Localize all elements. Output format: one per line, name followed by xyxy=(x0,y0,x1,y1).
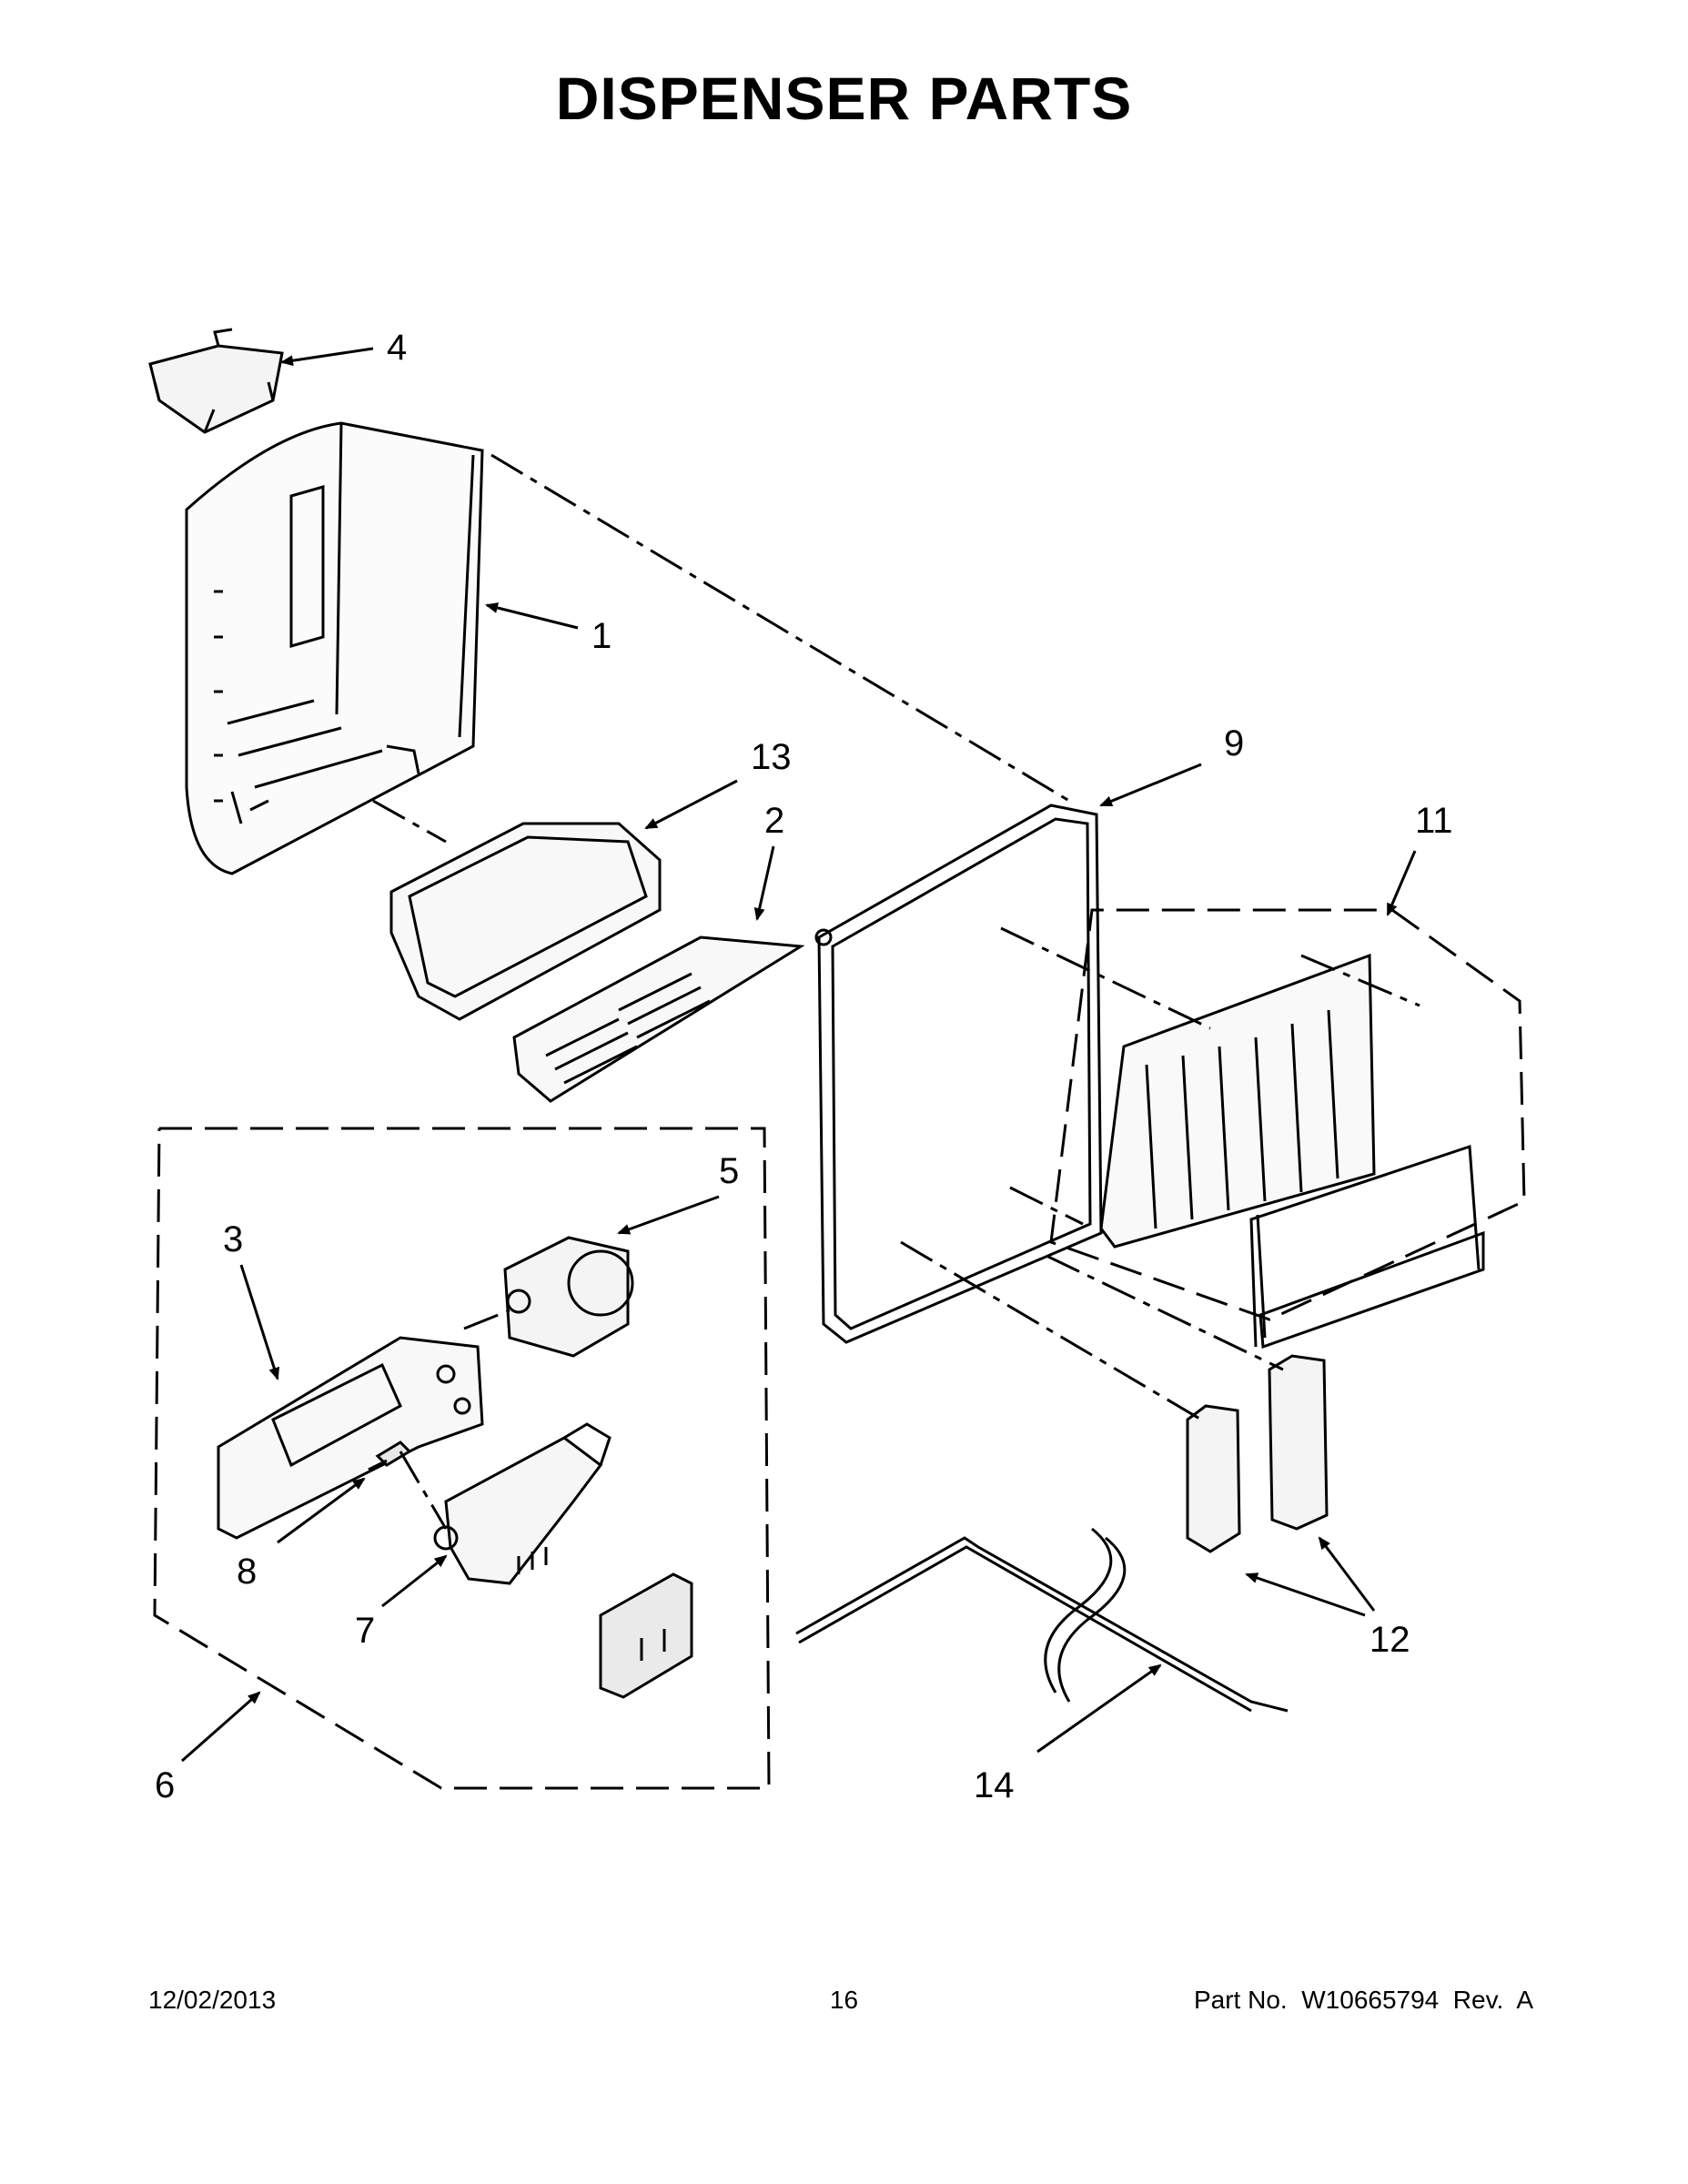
callout-9: 9 xyxy=(1224,723,1244,763)
callout-7: 7 xyxy=(355,1611,375,1651)
group-11-boundary xyxy=(1049,908,1526,1321)
part-13-drip-tray xyxy=(389,822,662,1021)
callout-4: 4 xyxy=(387,328,407,368)
part-3-actuator-bracket xyxy=(217,1336,484,1540)
part-7-paddle xyxy=(433,1422,612,1585)
callout-14: 14 xyxy=(974,1765,1015,1805)
callout-12: 12 xyxy=(1370,1620,1410,1660)
callout-11: 11 xyxy=(1415,801,1453,841)
part-11-control-housing xyxy=(1099,953,1485,1350)
page-title: DISPENSER PARTS xyxy=(555,65,1133,132)
part-14-tube xyxy=(795,1527,1289,1713)
part-4-cup xyxy=(148,328,284,434)
part-1-dispenser-housing xyxy=(185,421,484,875)
part-2-grille xyxy=(512,935,805,1103)
footer-page-number: 16 xyxy=(829,1986,859,2014)
dispenser-pad xyxy=(599,1572,693,1699)
part-8-screw xyxy=(368,1441,412,1471)
group-6-boundary xyxy=(153,1127,771,1790)
part-9-frame-gasket xyxy=(814,804,1103,1344)
callout-6: 6 xyxy=(155,1765,175,1805)
footer-date: 12/02/2013 xyxy=(148,1986,277,2014)
callout-8: 8 xyxy=(237,1552,257,1592)
callout-3: 3 xyxy=(223,1219,243,1259)
part-12-buttons xyxy=(1186,1354,1329,1553)
part-5-motor xyxy=(503,1236,634,1358)
callout-5: 5 xyxy=(719,1151,739,1191)
callout-2: 2 xyxy=(764,801,784,841)
callout-1: 1 xyxy=(591,616,612,656)
footer-part-number: Part No. W10665794 Rev. A xyxy=(1193,1986,1533,2014)
callout-13: 13 xyxy=(751,737,792,777)
